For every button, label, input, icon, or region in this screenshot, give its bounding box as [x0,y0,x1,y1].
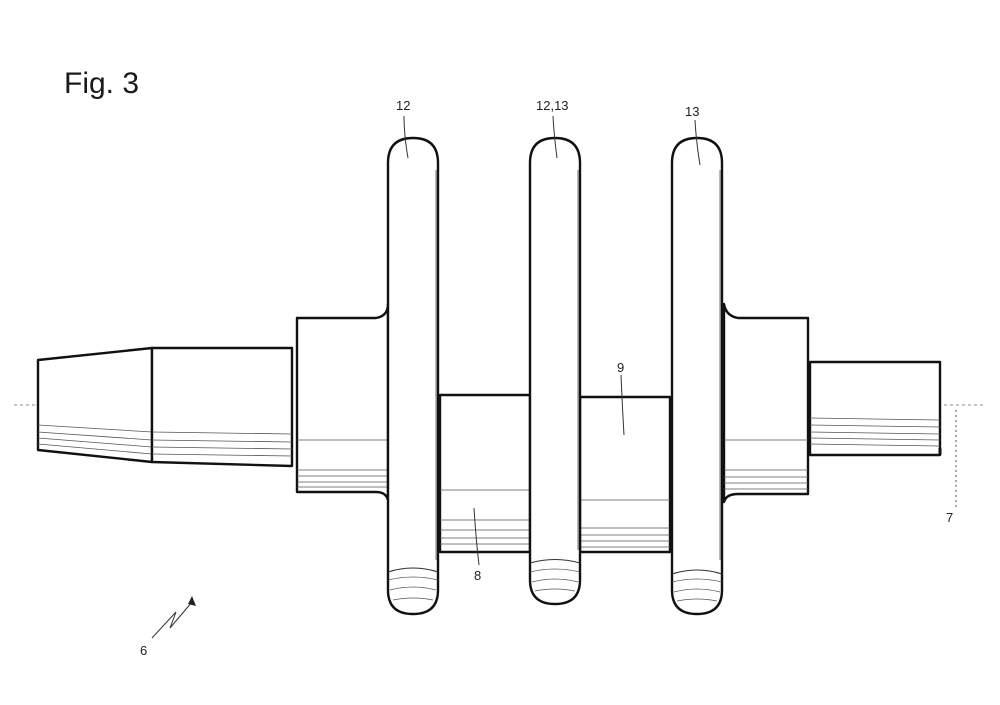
label-centre-body: 9 [617,360,624,375]
right-shaft-end [808,360,942,457]
leader-lines [403,115,957,566]
label-axis-offset: 7 [946,510,953,525]
label-lower-body: 8 [474,568,481,583]
web-13 [670,136,724,616]
figure-title: Fig. 3 [64,67,139,100]
left-shaft [150,346,294,468]
direction-arrow [151,596,196,639]
label-web-12: 12 [396,98,410,113]
web-12 [386,136,440,616]
right-collar [722,302,810,504]
label-direction-arrow: 6 [140,643,147,658]
left-shaft-end [36,346,154,464]
label-web-12-13: 12,13 [536,98,569,113]
left-collar [295,302,390,502]
label-web-13: 13 [685,104,699,119]
central-body [438,393,672,554]
web-12-13 [528,136,582,606]
